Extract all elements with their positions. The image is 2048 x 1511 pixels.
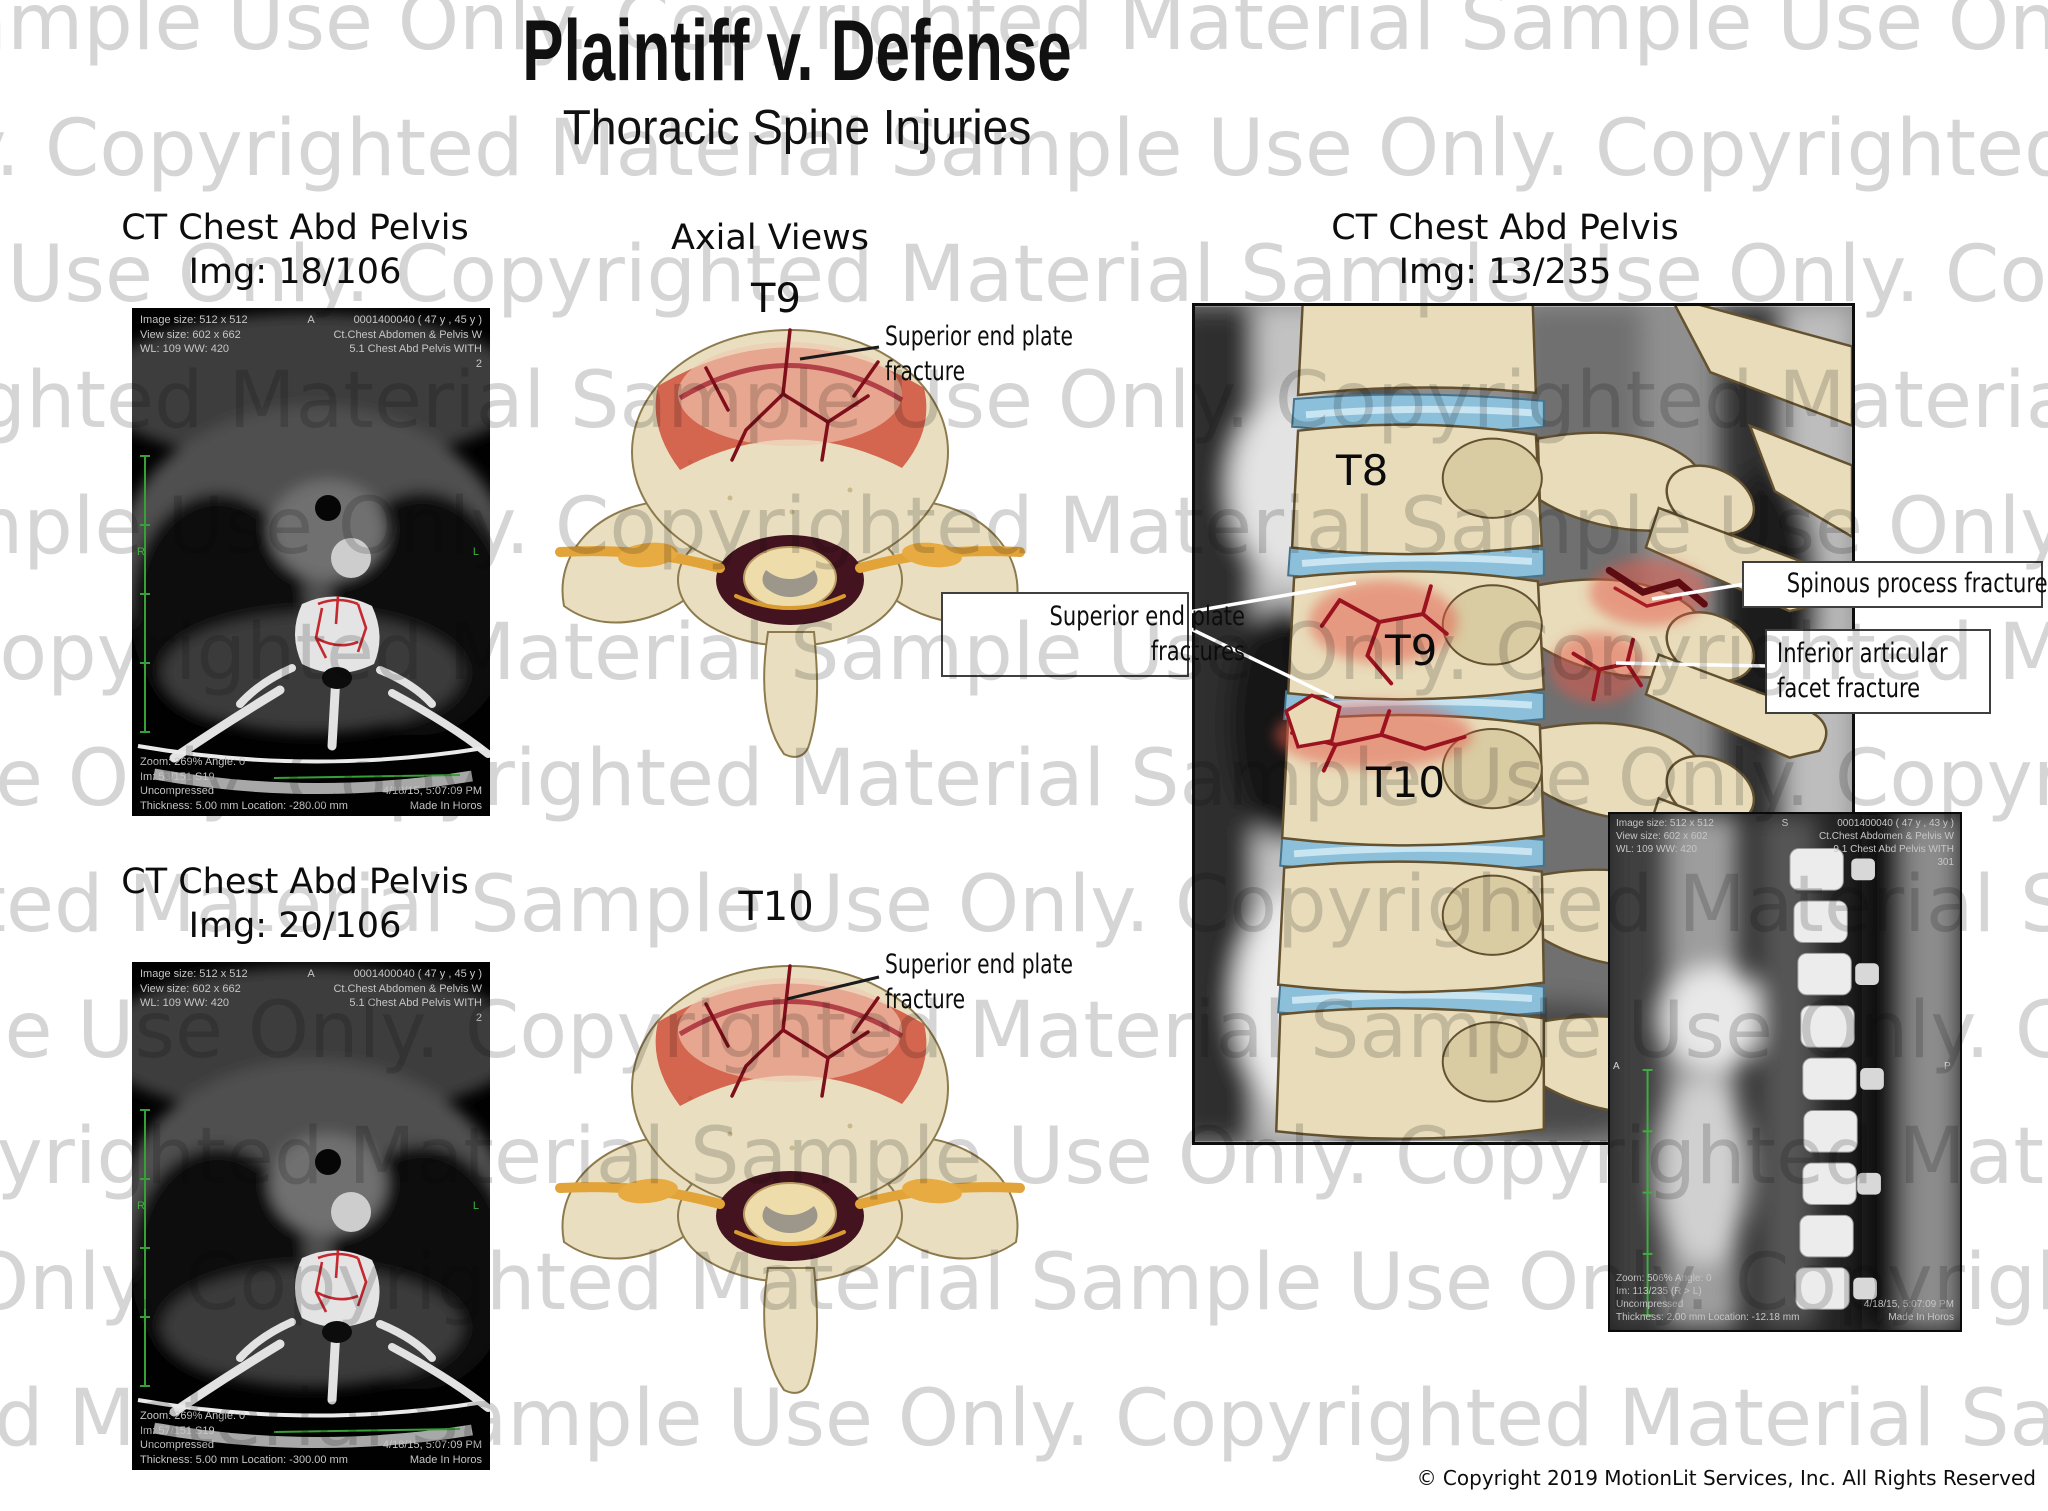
t9-annotation-text: Superior end plate fracture (885, 321, 1073, 387)
left-panel2-title: CT Chest Abd Pelvis (121, 862, 469, 902)
lateral-spine-illustration (1195, 306, 1852, 1142)
ct2-series-number: 2 (475, 1011, 482, 1024)
ct2-im-index: Im: 57/151 S19 (140, 1424, 215, 1437)
t10-annotation: Superior end plate fracture (885, 948, 1125, 1017)
axial-views-title: Axial Views (671, 218, 869, 258)
ct2-overlay-bottom-left: Zoom: 269% Angle: 0 Im: 57/151 S19 Uncom… (140, 1409, 348, 1467)
ct-sagittal-image (1610, 814, 1960, 1330)
inset-overlay-top-right: 0001400040 ( 47 y , 43 y ) Ct.Chest Abdo… (1700, 817, 1954, 869)
ct-sagittal-inset (1608, 812, 1962, 1332)
t10-level-label: T10 (1366, 758, 1446, 807)
t8-level-label: T8 (1336, 446, 1389, 495)
ct1-patient-id: 0001400040 ( 47 y , 45 y ) (353, 314, 482, 326)
inset-overlay-bottom-left: Zoom: 506% Angle: 0 Im: 113/235 (R > L) … (1616, 1272, 1799, 1324)
ct2-made-in: Made In Horos (409, 1453, 482, 1466)
ct1-compression: Uncompressed (140, 785, 214, 798)
ct1-overlay-top-right: 0001400040 ( 47 y , 45 y ) Ct.Chest Abdo… (250, 313, 482, 371)
ct-axial-image-2 (132, 962, 490, 1470)
page-subtitle: Thoracic Spine Injuries (562, 100, 1032, 155)
ct1-thickness: Thickness: 5.00 mm Location: -280.00 mm (140, 799, 348, 812)
ct1-orientation-left: R (137, 546, 145, 558)
t9-axial-label: T9 (751, 276, 801, 322)
t9-annotation: Superior end plate fracture (885, 320, 1125, 389)
left-panel1-title: CT Chest Abd Pelvis (121, 208, 469, 248)
superior-endplate-fractures-box: Superior end plate fractures (941, 592, 1245, 678)
copyright-footer: © Copyright 2019 MotionLit Services, Inc… (1400, 1466, 2036, 1490)
ct2-view-size: View size: 602 x 662 (140, 982, 241, 995)
inset-im-index: Im: 113/235 (R > L) (1616, 1286, 1702, 1297)
ct2-orientation-left: R (137, 1200, 145, 1212)
inset-zoom: Zoom: 506% Angle: 0 (1616, 1273, 1712, 1284)
ct2-overlay-bottom-right: 4/18/15, 5:07:09 PM Made In Horos (330, 1438, 482, 1467)
t10-axial-label: T10 (738, 884, 814, 930)
inset-orientation-top: S (1781, 818, 1789, 829)
ct2-zoom: Zoom: 269% Angle: 0 (140, 1410, 246, 1422)
inset-view-size: View size: 602 x 602 (1616, 831, 1708, 842)
ct2-orientation-right: L (472, 1200, 479, 1212)
page-title: Plaintiff v. Defense (522, 3, 1072, 99)
inset-datetime: 4/18/15, 5:07:09 PM (1863, 1299, 1954, 1310)
inferior-facet-fracture-box: Inferior articular facet fracture (1765, 629, 1991, 715)
ct2-overlay-top-left: Image size: 512 x 512 View size: 602 x 6… (140, 967, 248, 1011)
ct1-window-level: WL: 109 WW: 420 (140, 343, 230, 356)
superior-endplate-fractures-text: Superior end plate fractures (1049, 601, 1245, 667)
ct1-study: Ct.Chest Abdomen & Pelvis W (333, 328, 482, 341)
inset-overlay-top-left: Image size: 512 x 512 View size: 602 x 6… (1616, 817, 1714, 856)
inset-made-in: Made In Horos (1888, 1312, 1954, 1323)
copyright-text: © Copyright 2019 MotionLit Services, Inc… (1416, 1466, 2036, 1490)
inset-compression: Uncompressed (1616, 1299, 1684, 1310)
ct1-overlay-bottom-left: Zoom: 269% Angle: 0 Im: 53/151 S19 Uncom… (140, 755, 348, 813)
inset-overlay-bottom-right: 4/18/15, 5:07:09 PM Made In Horos (1760, 1298, 1954, 1324)
right-panel-header: CT Chest Abd Pelvis Img: 13/235 (1270, 206, 1740, 294)
spinous-process-fracture-box: Spinous process fracture (1742, 561, 2048, 608)
inset-patient-id: 0001400040 ( 47 y , 43 y ) (1837, 818, 1954, 829)
t9-level-label: T9 (1385, 626, 1438, 675)
ct1-im-index: Im: 53/151 S19 (140, 770, 215, 783)
inset-orientation-right: P (1944, 1061, 1951, 1072)
t10-annotation-text: Superior end plate fracture (885, 949, 1073, 1015)
ct2-datetime: 4/18/15, 5:07:09 PM (382, 1439, 482, 1451)
inset-study: Ct.Chest Abdomen & Pelvis W (1818, 831, 1954, 842)
right-panel-title: CT Chest Abd Pelvis (1331, 208, 1679, 248)
ct1-view-size: View size: 602 x 662 (140, 328, 241, 341)
inset-image-size: Image size: 512 x 512 (1616, 818, 1714, 829)
ct2-image-size: Image size: 512 x 512 (140, 968, 248, 980)
inset-series: 9.1 Chest Abd Pelvis WITH (1833, 844, 1954, 855)
ct2-orientation-top: A (307, 968, 315, 980)
right-panel-img-label: Img: 13/235 (1398, 252, 1612, 293)
inferior-facet-fracture-text: Inferior articular facet fracture (1777, 638, 1948, 704)
ct1-series-number: 2 (475, 357, 482, 370)
ct1-orientation-right: L (472, 546, 479, 558)
inset-series-number: 301 (1937, 857, 1954, 868)
ct-axial-image-1 (132, 308, 490, 816)
spinous-process-fracture-text: Spinous process fracture (1786, 568, 2048, 599)
inset-orientation-left: A (1613, 1061, 1620, 1072)
ct1-datetime: 4/18/15, 5:07:09 PM (382, 785, 482, 797)
left-panel2-header: CT Chest Abd Pelvis Img: 20/106 (75, 860, 515, 948)
ct2-study: Ct.Chest Abdomen & Pelvis W (333, 982, 482, 995)
ct1-zoom: Zoom: 269% Angle: 0 (140, 756, 246, 768)
ct1-overlay-top-left: Image size: 512 x 512 View size: 602 x 6… (140, 313, 248, 357)
left-panel1-img-label: Img: 18/106 (188, 252, 402, 293)
ct2-compression: Uncompressed (140, 1439, 214, 1452)
ct2-series: 5.1 Chest Abd Pelvis WITH (349, 997, 482, 1010)
ct1-made-in: Made In Horos (409, 799, 482, 812)
ct1-orientation-top: A (307, 314, 315, 326)
lateral-spine-panel (1192, 303, 1855, 1145)
inset-window-level: WL: 109 WW: 420 (1616, 844, 1697, 855)
title-block: Plaintiff v. Defense Thoracic Spine Inju… (297, 3, 1297, 156)
ct1-series: 5.1 Chest Abd Pelvis WITH (349, 343, 482, 356)
ct2-window-level: WL: 109 WW: 420 (140, 997, 230, 1010)
ct1-image-size: Image size: 512 x 512 (140, 314, 248, 326)
inset-thickness: Thickness: 2.00 mm Location: -12.18 mm (1616, 1312, 1800, 1323)
ct2-overlay-top-right: 0001400040 ( 47 y , 45 y ) Ct.Chest Abdo… (250, 967, 482, 1025)
ct2-thickness: Thickness: 5.00 mm Location: -300.00 mm (140, 1453, 348, 1466)
left-panel2-img-label: Img: 20/106 (188, 906, 402, 947)
ct1-overlay-bottom-right: 4/18/15, 5:07:09 PM Made In Horos (330, 784, 482, 813)
ct2-patient-id: 0001400040 ( 47 y , 45 y ) (353, 968, 482, 980)
left-panel1-header: CT Chest Abd Pelvis Img: 18/106 (75, 206, 515, 294)
